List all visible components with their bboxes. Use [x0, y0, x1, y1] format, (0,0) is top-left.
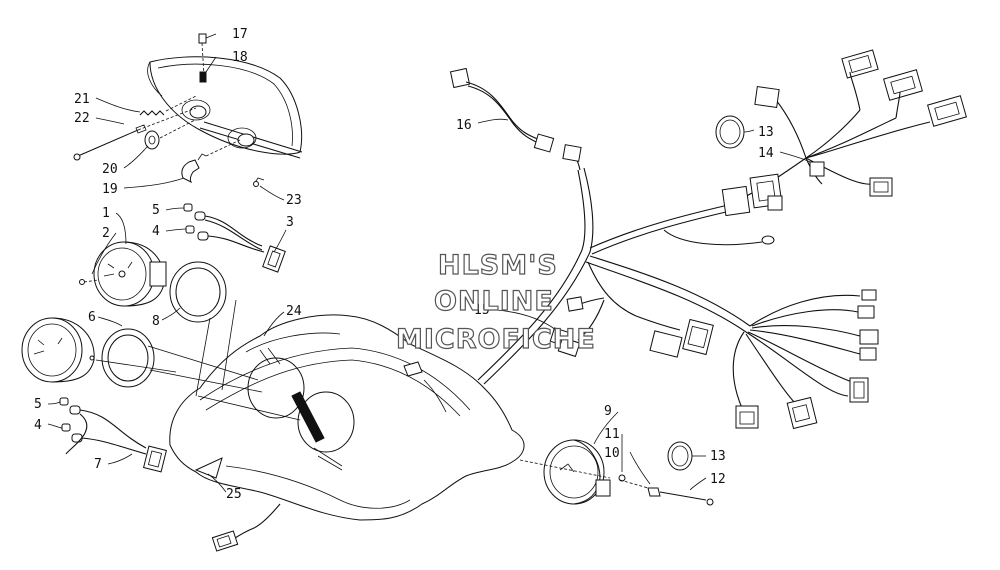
watermark-line-2: ONLINE [434, 286, 554, 317]
gauge-ring-lower [101, 328, 155, 388]
speedometer-gauge [79, 241, 167, 307]
callout-22: 22 [74, 111, 90, 126]
warning-decal [194, 457, 223, 479]
bushing [144, 119, 196, 150]
callout-20: 20 [102, 162, 118, 177]
bulb-socket [181, 139, 241, 184]
tachometer-gauge [21, 317, 95, 383]
dash-panel [169, 314, 525, 552]
callout-23: 23 [286, 193, 302, 208]
callout-10: 10 [604, 446, 620, 461]
callout-25: 25 [226, 487, 242, 502]
headlight-clip [253, 177, 265, 187]
adjuster-screw [73, 107, 197, 161]
alignment-lines [95, 299, 301, 421]
adjuster-spring [139, 95, 197, 116]
main-wiring-harness [477, 49, 967, 430]
callout-9: 9 [604, 404, 612, 419]
callout-13a: 13 [758, 125, 774, 140]
watermark: HLSM'S ONLINE MICROFICHE [395, 249, 596, 355]
bulb-holder [619, 479, 714, 506]
gauge-ring-upper [169, 261, 227, 323]
callout-17: 17 [232, 27, 248, 42]
callout-12: 12 [710, 472, 726, 487]
callout-15: 15 [474, 303, 490, 318]
callout-labels: 17 18 21 22 20 19 23 1 2 5 4 3 6 8 24 5 … [34, 27, 774, 502]
callout-11: 11 [604, 427, 620, 442]
callout-19: 19 [102, 182, 118, 197]
callout-5b: 5 [34, 397, 42, 412]
sub-harness [449, 67, 555, 153]
callout-13b: 13 [710, 449, 726, 464]
callout-3: 3 [286, 215, 294, 230]
callout-5a: 5 [152, 203, 160, 218]
headlight-assembly [147, 33, 303, 159]
gauge-harness-lower [59, 397, 167, 473]
callout-4a: 4 [152, 224, 160, 239]
callout-18: 18 [232, 50, 248, 65]
callout-14: 14 [758, 146, 774, 161]
callout-7: 7 [94, 457, 102, 472]
watermark-line-3: MICROFICHE [396, 324, 596, 355]
callout-4b: 4 [34, 418, 42, 433]
watermark-line-1: HLSM'S [438, 250, 558, 281]
clamp-ring-upper [715, 115, 745, 149]
callout-16: 16 [456, 118, 472, 133]
callout-1: 1 [102, 206, 110, 221]
lens-gasket [618, 474, 626, 482]
taillight-housing [519, 439, 611, 505]
callout-8: 8 [152, 314, 160, 329]
callout-24: 24 [286, 304, 302, 319]
callout-6: 6 [88, 310, 96, 325]
callout-21: 21 [74, 92, 90, 107]
clamp-ring-lower [667, 441, 693, 471]
gauge-harness-upper [183, 203, 286, 273]
callout-2: 2 [102, 226, 110, 241]
leader-lines [47, 33, 811, 493]
